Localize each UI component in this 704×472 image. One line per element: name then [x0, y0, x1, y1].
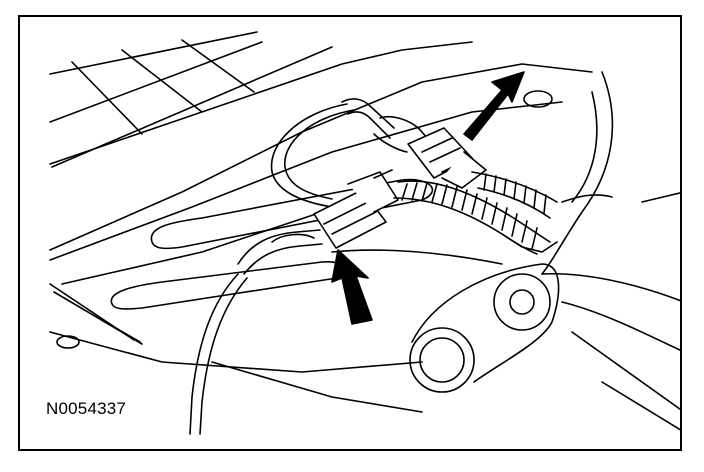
callout-arrow-icon — [331, 249, 373, 325]
boss-bracket — [411, 263, 560, 383]
mount-hole — [523, 90, 553, 108]
lower-sensor-lead — [237, 229, 323, 275]
illustration-frame — [18, 15, 682, 451]
upper-sensor-lead — [341, 98, 433, 153]
upper-panel — [49, 31, 473, 168]
round-boss-small — [493, 273, 551, 331]
lower-connector — [313, 169, 399, 249]
right-housing — [541, 71, 680, 431]
line-drawing — [49, 31, 680, 435]
figure-id-label: N0054337 — [46, 399, 127, 418]
sensor-wire — [189, 103, 355, 435]
engine-cover — [49, 63, 593, 413]
upper-connector — [407, 127, 487, 189]
callout-arrow-icon — [463, 71, 525, 141]
mount-hole — [56, 335, 80, 349]
harness-loom — [331, 171, 558, 265]
round-boss-large — [409, 327, 475, 393]
